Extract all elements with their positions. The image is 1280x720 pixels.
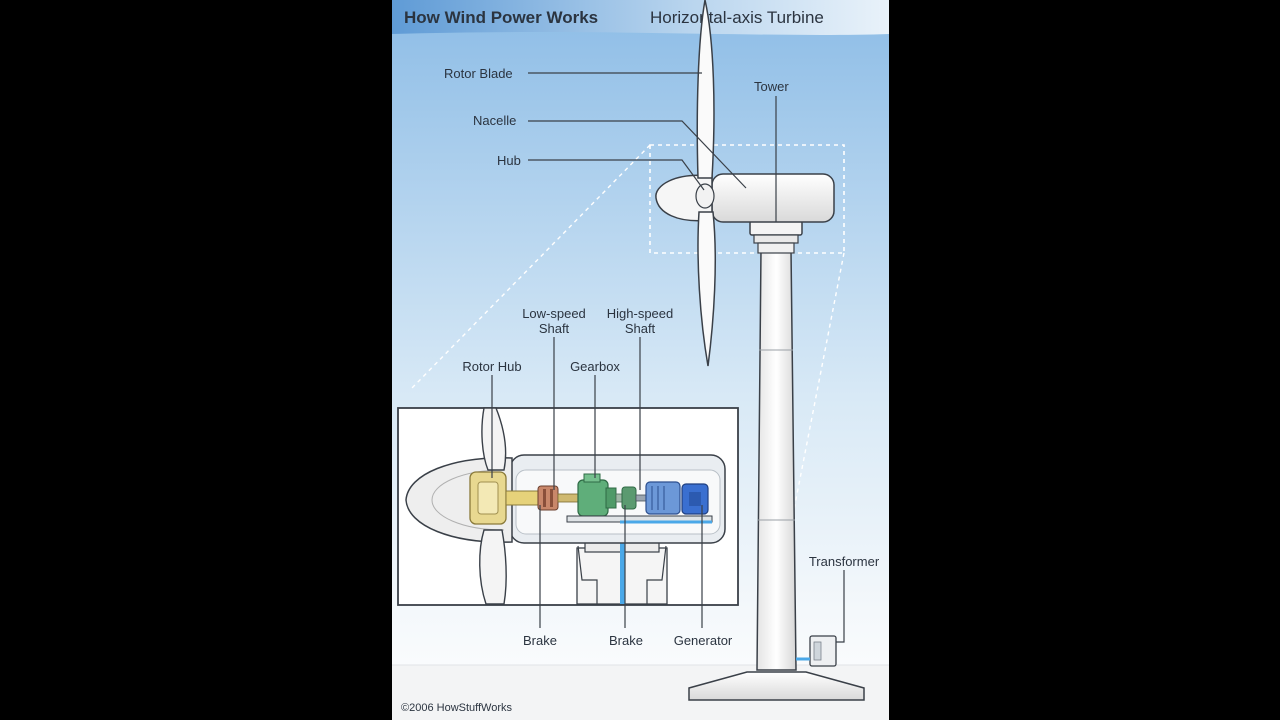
label-rotor-hub: Rotor Hub xyxy=(462,359,521,374)
nacelle xyxy=(655,173,835,223)
header-subtitle: Horizontal-axis Turbine xyxy=(650,8,824,27)
label-high-speed-shaft-line2: Shaft xyxy=(625,321,656,336)
label-generator: Generator xyxy=(674,633,733,648)
label-high-speed-shaft-line1: High-speed xyxy=(607,306,674,321)
header-title: How Wind Power Works xyxy=(404,8,598,27)
wind-turbine-diagram: How Wind Power Works Horizontal-axis Tur… xyxy=(392,0,889,720)
label-hub: Hub xyxy=(497,153,521,168)
nacelle-cutaway-inset xyxy=(397,407,739,606)
leader-lines xyxy=(491,72,845,643)
rotor-blades xyxy=(695,0,717,367)
label-gearbox: Gearbox xyxy=(570,359,620,374)
callout-frame xyxy=(649,144,845,254)
transformer xyxy=(796,635,837,667)
tower xyxy=(688,220,865,701)
diagram-panel: How Wind Power Works Horizontal-axis Tur… xyxy=(392,0,889,720)
label-rotor-blade: Rotor Blade xyxy=(444,66,513,81)
label-transformer: Transformer xyxy=(809,554,880,569)
label-brake-right: Brake xyxy=(609,633,643,648)
copyright: ©2006 HowStuffWorks xyxy=(401,702,513,714)
label-nacelle: Nacelle xyxy=(473,113,516,128)
header-band xyxy=(392,0,889,35)
label-brake-left: Brake xyxy=(523,633,557,648)
label-low-speed-shaft-line1: Low-speed xyxy=(522,306,586,321)
label-tower: Tower xyxy=(754,79,789,94)
label-low-speed-shaft-line2: Shaft xyxy=(539,321,570,336)
hub-nose xyxy=(655,174,713,222)
